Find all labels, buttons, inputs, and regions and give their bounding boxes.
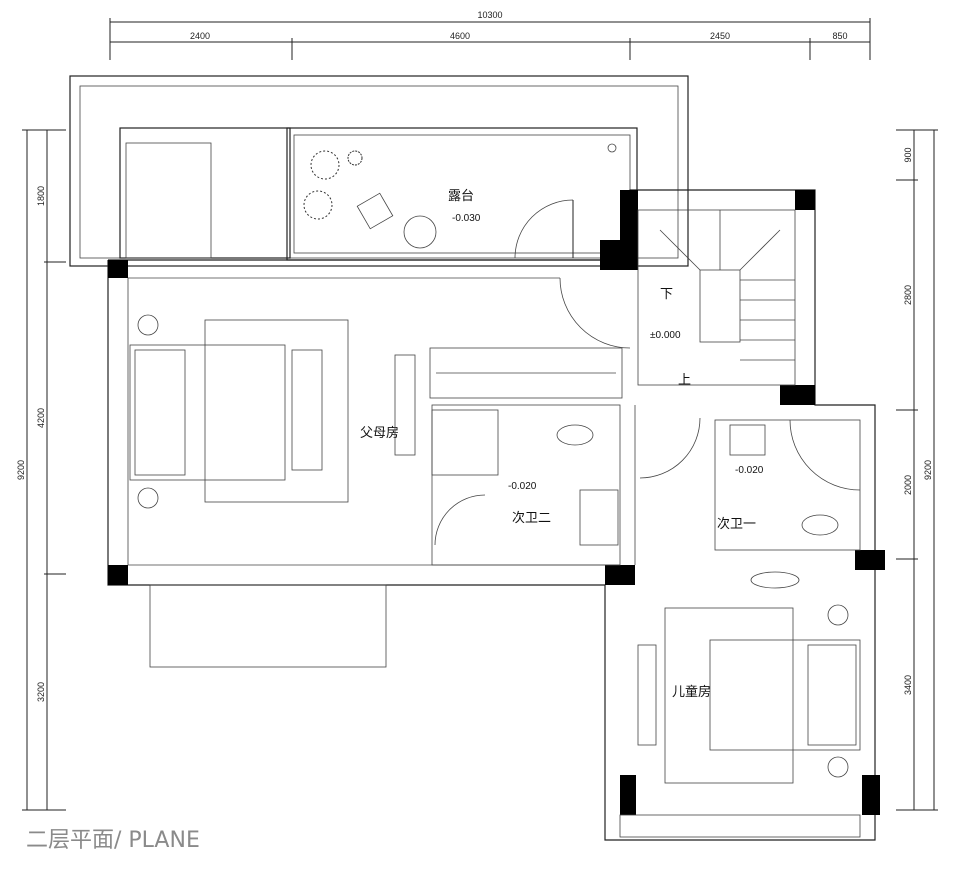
dim-right-1: 900 <box>903 147 913 162</box>
bath2-level: -0.020 <box>508 481 537 492</box>
bath2-label: 次卫二 <box>512 510 551 526</box>
stair-level: ±0.000 <box>650 330 681 341</box>
dim-right-3: 2000 <box>903 475 913 495</box>
terrace-level: -0.030 <box>452 213 481 224</box>
dim-right-4: 3400 <box>903 675 913 695</box>
staircase <box>637 209 796 386</box>
master-bedroom-label: 父母房 <box>360 425 399 441</box>
dim-left-total: 9200 <box>16 460 26 480</box>
dim-left-1: 1800 <box>36 186 46 206</box>
kids-room-label: 儿童房 <box>672 684 711 700</box>
bath2-fixtures <box>431 404 621 566</box>
plant-icon <box>303 150 363 220</box>
stair-down-label: 下 <box>660 287 673 302</box>
chair-table-icon <box>356 192 437 249</box>
stair-up-label: 上 <box>678 373 691 388</box>
kids-bed <box>637 604 861 784</box>
dim-left-2: 4200 <box>36 408 46 428</box>
dim-top-4: 850 <box>832 31 847 41</box>
bath1-level: -0.020 <box>735 465 764 476</box>
plan-title: 二层平面/ PLANE <box>26 828 200 853</box>
dim-top-3: 2450 <box>710 31 730 41</box>
left-dimensions: 9200 1800 4200 3200 <box>16 129 66 811</box>
right-dimensions: 900 2800 2000 3400 9200 <box>896 129 938 811</box>
bath1-fixtures <box>714 419 861 589</box>
dim-top-total: 10300 <box>477 10 502 20</box>
terrace-label: 露台 <box>448 189 474 204</box>
dim-top-2: 4600 <box>450 31 470 41</box>
terrace <box>69 75 689 267</box>
walls <box>107 189 885 841</box>
master-bed <box>129 314 349 509</box>
wardrobe <box>394 347 623 456</box>
top-dimensions: 10300 2400 4600 2450 850 <box>109 10 871 60</box>
dim-right-2: 2800 <box>903 285 913 305</box>
dim-right-total: 9200 <box>923 460 933 480</box>
dim-left-3: 3200 <box>36 682 46 702</box>
bath1-label: 次卫一 <box>717 516 756 532</box>
dim-top-1: 2400 <box>190 31 210 41</box>
